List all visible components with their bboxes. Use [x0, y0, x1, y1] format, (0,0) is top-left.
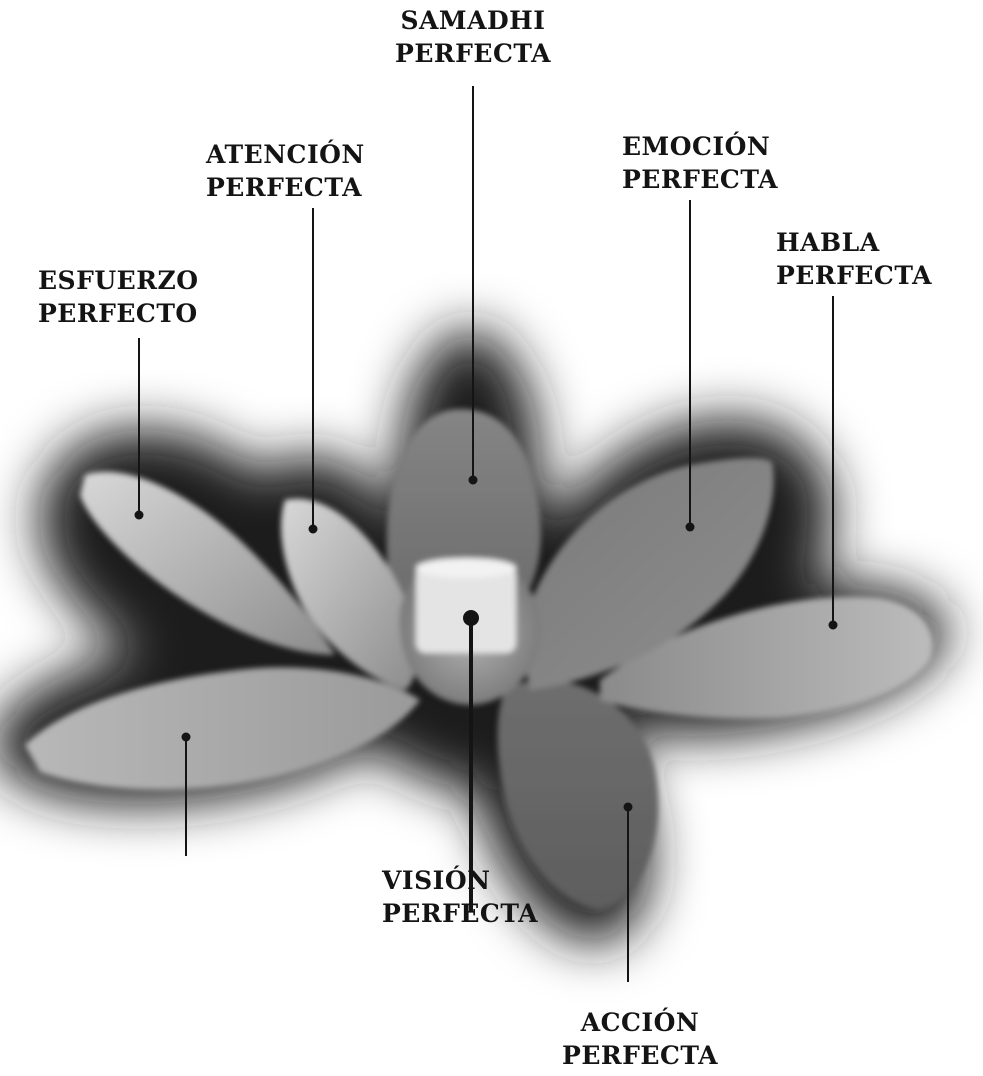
marker-dot-atencion	[309, 525, 318, 534]
label-samadhi-line2: PERFECTA	[393, 37, 553, 70]
label-accion-line1: ACCIÓN	[560, 1006, 720, 1039]
label-atencion-line2: PERFECTA	[206, 171, 376, 204]
marker-dot-accion	[624, 803, 633, 812]
label-samadhi-line1: SAMADHI	[393, 4, 553, 37]
label-emocion-line2: PERFECTA	[622, 163, 792, 196]
marker-dot-vision	[463, 610, 479, 626]
marker-dot-emocion	[686, 523, 695, 532]
label-accion-line2: PERFECTA	[560, 1039, 720, 1072]
label-vision-line2: PERFECTA	[382, 897, 552, 930]
marker-dot-low-left	[182, 733, 191, 742]
label-habla: HABLA PERFECTA	[776, 226, 946, 292]
label-habla-line2: PERFECTA	[776, 259, 946, 292]
label-esfuerzo-line2: PERFECTO	[38, 297, 218, 330]
label-esfuerzo-line1: ESFUERZO	[38, 264, 218, 297]
label-vision-line1: VISIÓN	[382, 864, 552, 897]
label-esfuerzo: ESFUERZO PERFECTO	[38, 264, 218, 330]
label-emocion: EMOCIÓN PERFECTA	[622, 130, 792, 196]
label-atencion: ATENCIÓN PERFECTA	[206, 138, 376, 204]
label-accion: ACCIÓN PERFECTA	[560, 1006, 720, 1072]
marker-dot-habla	[829, 621, 838, 630]
marker-dot-samadhi	[469, 476, 478, 485]
label-vision: VISIÓN PERFECTA	[382, 864, 552, 930]
label-atencion-line1: ATENCIÓN	[206, 138, 376, 171]
marker-dot-esfuerzo	[135, 511, 144, 520]
label-emocion-line1: EMOCIÓN	[622, 130, 792, 163]
label-samadhi: SAMADHI PERFECTA	[393, 4, 553, 70]
label-habla-line1: HABLA	[776, 226, 946, 259]
flower-stamen	[416, 565, 516, 653]
